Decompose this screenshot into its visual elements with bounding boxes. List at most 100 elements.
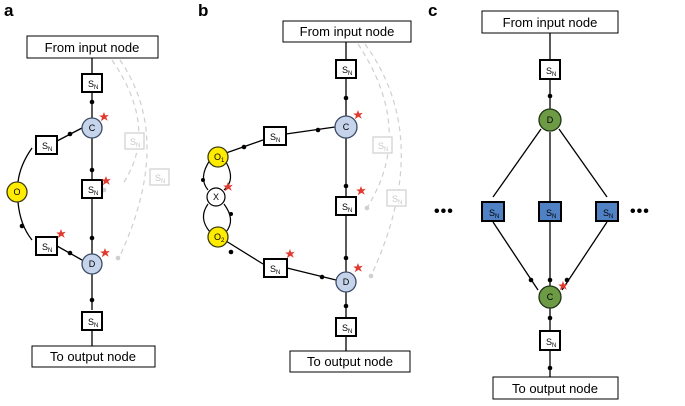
ghost-sn-block	[124, 132, 145, 150]
output-node-box	[31, 345, 156, 368]
edge-endpoint	[547, 93, 553, 99]
sn-block	[335, 196, 357, 216]
ghost-sn-block	[149, 168, 170, 186]
star-icon	[356, 186, 366, 196]
edge	[285, 126, 336, 135]
input-node-box	[481, 10, 619, 34]
node-c-label: C	[89, 123, 96, 133]
sn-block-blue	[538, 201, 562, 222]
edge-endpoint	[229, 212, 233, 216]
edge-endpoint	[319, 274, 325, 280]
input-node-box	[26, 35, 159, 59]
node-c	[81, 117, 103, 139]
edge-endpoint	[67, 131, 73, 137]
sn-label: SN	[546, 337, 556, 349]
sn-label: SN	[489, 208, 499, 220]
edge	[202, 159, 211, 191]
ghost-sn-block	[372, 136, 393, 154]
node-c-label: C	[547, 292, 554, 302]
input-node-label: From input node	[300, 24, 395, 39]
node-o2	[207, 226, 229, 248]
edge	[558, 128, 608, 198]
star-icon	[353, 110, 363, 120]
sn-block	[263, 126, 287, 146]
panel-label-c: c	[428, 1, 437, 20]
ghost-sn-label: SN	[378, 141, 388, 153]
edge	[225, 240, 264, 265]
edge-endpoint	[89, 99, 95, 105]
panel-c: c From input node SN D ••• •••	[428, 1, 650, 400]
panel-label-b: b	[198, 1, 208, 20]
sn-label: SN	[42, 242, 52, 254]
edge-endpoint	[343, 183, 349, 189]
node-d-label: D	[89, 259, 96, 269]
edge-endpoint	[241, 144, 247, 150]
sn-label: SN	[88, 79, 98, 91]
sn-label: SN	[342, 65, 352, 77]
node-c	[334, 115, 358, 139]
edge-endpoint	[528, 277, 534, 283]
star-icon	[99, 112, 109, 122]
panel-label-a: a	[4, 1, 14, 20]
sn-label: SN	[546, 208, 556, 220]
sn-block	[81, 73, 103, 93]
node-o2-label: O2	[214, 232, 225, 244]
edge	[561, 221, 608, 291]
node-d	[335, 271, 357, 293]
panel-a: a From input node SN C	[4, 1, 170, 368]
edge-endpoint	[201, 178, 205, 182]
edge-endpoint	[67, 250, 73, 256]
output-node-box	[289, 350, 411, 373]
edge-endpoint	[228, 249, 234, 255]
input-node-box	[282, 20, 412, 43]
output-node-label: To output node	[50, 349, 136, 364]
edge-endpoint	[89, 235, 95, 241]
sn-block	[263, 258, 288, 278]
edge-endpoint	[89, 297, 95, 303]
sn-block	[35, 135, 58, 155]
node-d	[538, 108, 562, 132]
ghost-connection-curve	[364, 43, 402, 279]
sn-block-blue	[481, 201, 505, 222]
sn-block	[539, 330, 561, 351]
ghost-sn-label: SN	[130, 137, 140, 149]
edge-endpoint	[89, 167, 95, 173]
panel-b: b From input no	[198, 1, 412, 373]
input-node-label: From input node	[503, 15, 598, 30]
sn-label: SN	[546, 66, 556, 78]
edge-endpoint	[19, 223, 25, 229]
sn-block-blue	[595, 201, 619, 222]
output-node-label: To output node	[307, 354, 393, 369]
edge-endpoint	[115, 255, 121, 261]
node-o1	[207, 146, 229, 168]
output-node-box	[492, 376, 619, 400]
sn-label: SN	[603, 208, 613, 220]
node-c	[538, 285, 562, 309]
edge-endpoint	[564, 277, 570, 283]
star-icon	[353, 263, 363, 273]
node-x-label: X	[213, 192, 219, 202]
node-d-label: D	[343, 277, 350, 287]
ghost-connection-curve	[357, 43, 390, 207]
ghost-sn-label: SN	[155, 173, 165, 185]
sn-block	[81, 179, 103, 199]
sn-block	[539, 59, 561, 80]
edge	[223, 203, 232, 233]
ghost-connection-curve	[117, 59, 148, 261]
node-o-label: O	[13, 187, 20, 197]
edge	[492, 128, 542, 198]
ghost-sn-block	[386, 189, 407, 207]
sn-label: SN	[342, 202, 352, 214]
star-icon	[285, 249, 295, 259]
sn-block	[335, 59, 357, 79]
edge-endpoint	[343, 303, 349, 309]
edge	[223, 161, 232, 191]
edge	[17, 147, 33, 183]
edge-endpoint	[315, 127, 321, 133]
node-o1-label: O1	[214, 152, 225, 164]
edge	[286, 267, 337, 281]
output-node-label: To output node	[512, 381, 598, 396]
ellipsis-right: •••	[630, 203, 650, 220]
node-x	[206, 187, 226, 207]
